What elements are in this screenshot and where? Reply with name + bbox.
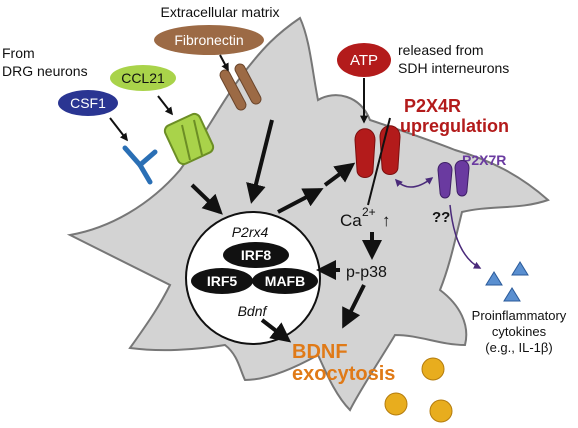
arrow-p2x4r-to-p2x4r-label — [323, 162, 356, 187]
p2x7r-channel — [437, 160, 470, 199]
cytokines-label-line1: Proinflammatory — [472, 308, 567, 323]
ccl21-label: CCL21 — [121, 70, 165, 86]
mafb-label: MAFB — [265, 273, 305, 289]
bdnf-exocytosis-line2: exocytosis — [292, 363, 395, 385]
mafb-badge: MAFB — [252, 268, 318, 294]
cytokine-triangles — [485, 261, 529, 302]
ca-superscript: 2+ — [362, 205, 376, 219]
bdnf-vesicles — [384, 357, 453, 423]
irf8-badge: IRF8 — [223, 242, 289, 268]
p2x4r-label-line2: upregulation — [400, 116, 509, 136]
arrow-p2x7r-cytokines — [449, 204, 482, 269]
fibronectin-label: Fibronectin — [174, 32, 243, 48]
ca-label: Ca 2+ ↑ — [340, 205, 391, 230]
arrow-bdnf-gene-to-exocytosis — [260, 318, 292, 343]
cytokines-label-line2: cytokines — [492, 324, 547, 339]
csf1-label: CSF1 — [70, 95, 106, 111]
pp38-label: p-p38 — [346, 264, 387, 281]
cytokines-label-line3: (e.g., IL-1β) — [485, 340, 552, 355]
arrow-pp38-to-bdnf — [342, 284, 366, 329]
p2x7r-label: P2X7R — [462, 152, 506, 168]
arrow-p2rx4-to-p2x4r — [277, 188, 324, 214]
fibronectin-badge: Fibronectin — [154, 25, 264, 55]
from-drg-label-line1: From — [2, 45, 35, 61]
fibronectin-receptor — [219, 63, 262, 111]
released-label-line2: SDH interneurons — [398, 60, 509, 76]
irf8-label: IRF8 — [241, 247, 272, 263]
from-drg-label-line2: DRG neurons — [2, 63, 88, 79]
arrow-ccl21-to-receptor — [157, 95, 173, 116]
ccl21-badge: CCL21 — [110, 65, 176, 91]
irf5-label: IRF5 — [207, 273, 238, 289]
arrow-receptor-to-nucleus — [246, 119, 274, 204]
bdnf-gene-label: Bdnf — [238, 303, 269, 319]
purple-arrows — [394, 177, 482, 269]
arrows — [109, 54, 391, 343]
atp-label: ATP — [350, 52, 378, 69]
question-marks: ?? — [432, 209, 450, 226]
p2x4r-label-line1: P2X4R — [404, 96, 461, 116]
arrow-p2x4r-to-ca — [367, 117, 391, 206]
arrow-p2x7r-p2x4r — [394, 177, 434, 188]
bdnf-exocytosis-line1: BDNF — [292, 341, 348, 363]
csf1-receptor — [122, 145, 158, 185]
ca-text: Ca — [340, 211, 362, 230]
arrow-fibronectin-to-receptor — [219, 54, 229, 72]
extracellular-matrix-label: Extracellular matrix — [160, 4, 279, 20]
irf5-badge: IRF5 — [191, 268, 253, 294]
released-label-line1: released from — [398, 42, 484, 58]
ccl21-receptor — [163, 112, 215, 166]
ca-up-arrow: ↑ — [382, 211, 391, 230]
microglia-cell — [66, 16, 550, 412]
csf1-badge: CSF1 — [58, 90, 118, 116]
atp-badge: ATP — [337, 43, 391, 77]
arrow-ccl21-to-nucleus — [190, 183, 223, 215]
arrow-csf1-to-receptor — [109, 117, 128, 142]
p2rx4-label: P2rx4 — [232, 224, 269, 240]
